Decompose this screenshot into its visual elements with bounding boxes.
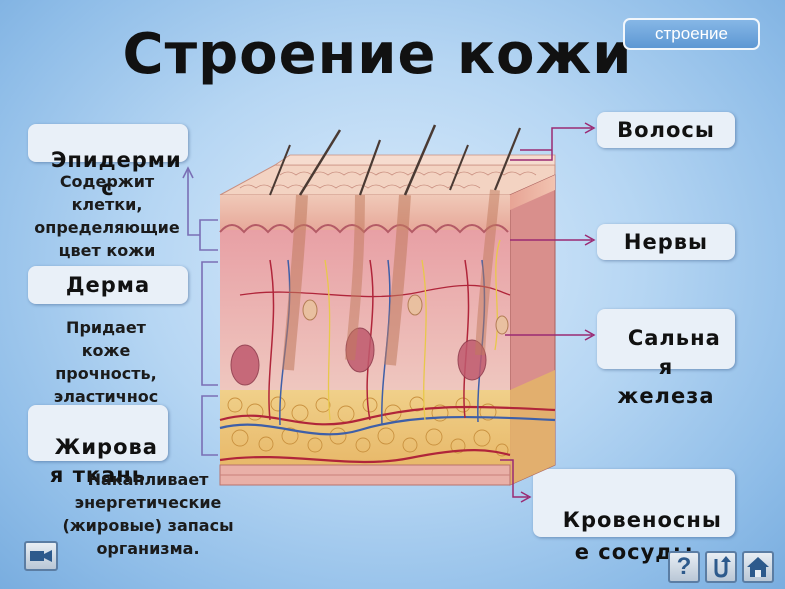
skin-diagram	[219, 124, 556, 486]
page-title: Строение кожи	[122, 22, 633, 87]
fat-cells	[227, 396, 509, 457]
label-derma: Дерма	[28, 266, 188, 304]
nerves	[324, 239, 501, 421]
epidermis-layer	[220, 195, 510, 230]
desc-fat: Накапливает энергетические (жировые) зап…	[62, 470, 234, 558]
label-hair-text: Волосы	[617, 118, 715, 142]
label-sebaceous-text: Сальна я железа	[617, 326, 721, 408]
video-button[interactable]	[24, 541, 58, 571]
help-icon: ?	[676, 553, 692, 580]
label-vessels: Кровеносны е сосуды	[533, 469, 735, 564]
label-epidermis-text: Эпидерми с	[50, 148, 182, 200]
home-icon	[747, 557, 769, 577]
label-nerves-text: Нервы	[623, 230, 709, 254]
hair	[269, 124, 522, 371]
label-fat: Жирова я ткань	[28, 405, 168, 487]
skin-surface	[219, 154, 556, 196]
video-icon	[30, 550, 52, 562]
label-sebaceous: Сальна я железа	[597, 309, 735, 408]
label-fat-text: Жирова я ткань	[49, 435, 158, 487]
label-hair: Волосы	[597, 112, 735, 148]
label-vessels-text: Кровеносны е сосуды	[562, 508, 722, 564]
desc-epidermis: Содержит клетки, определяющие цвет кожи	[34, 172, 180, 260]
home-button[interactable]	[742, 551, 774, 583]
label-nerves: Нервы	[597, 224, 735, 260]
label-epidermis: Эпидерми с	[28, 124, 188, 200]
desc-derma: Придает коже прочность, эластичнос ть.	[53, 318, 159, 429]
back-button[interactable]	[705, 551, 737, 583]
help-button[interactable]: ?	[668, 551, 700, 583]
structure-button[interactable]: строение	[623, 18, 760, 50]
back-icon	[714, 556, 731, 578]
label-derma-text: Дерма	[65, 273, 151, 297]
